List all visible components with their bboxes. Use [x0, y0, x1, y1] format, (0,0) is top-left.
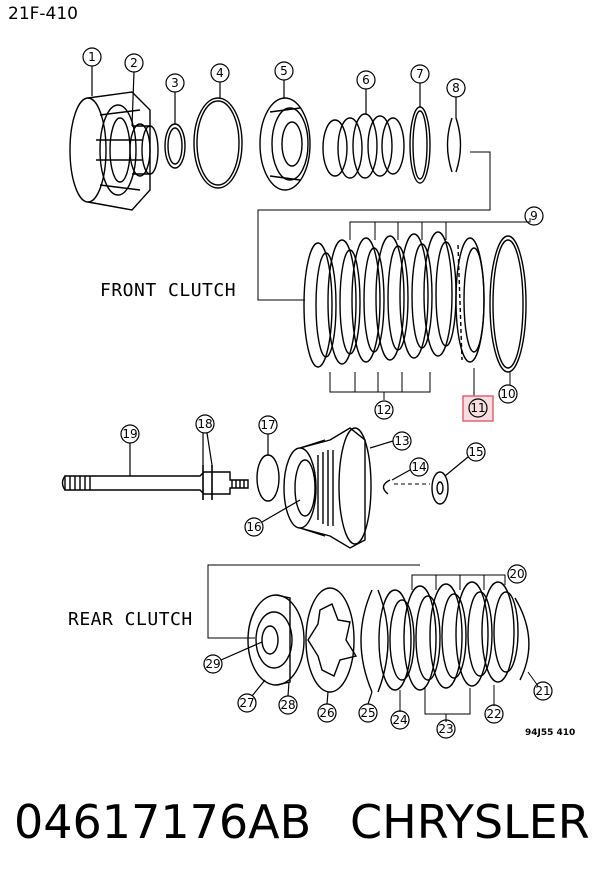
- front-clutch-retainer: [69, 91, 151, 211]
- callout-5: 5: [280, 64, 288, 78]
- callout-4: 4: [216, 66, 224, 80]
- callout-17: 17: [260, 418, 275, 432]
- front-snap-ring-10: [489, 235, 527, 373]
- callout-6: 6: [362, 73, 370, 87]
- callout-21: 21: [535, 684, 550, 698]
- snap-ring-8: [446, 117, 462, 173]
- seal-ring-17: [256, 454, 280, 502]
- callout-20: 20: [509, 567, 524, 581]
- callout-24: 24: [392, 713, 407, 727]
- callout-18: 18: [197, 417, 212, 431]
- callout-8: 8: [452, 81, 460, 95]
- brand-name: CHRYSLER: [350, 795, 590, 849]
- part-number: 04617176AB: [14, 795, 312, 849]
- callout-26: 26: [319, 706, 334, 720]
- callout-11: 11: [470, 401, 485, 415]
- rear-piston: [247, 594, 305, 686]
- callout-3: 3: [171, 76, 179, 90]
- front-piston: [259, 97, 311, 191]
- callout-7: 7: [416, 67, 424, 81]
- callout-25: 25: [360, 706, 375, 720]
- callout-28: 28: [280, 698, 295, 712]
- rear-clutch-label: REAR CLUTCH: [68, 609, 193, 630]
- snap-ring-14: [382, 479, 391, 495]
- callout-27: 27: [239, 696, 254, 710]
- callout-19: 19: [122, 427, 137, 441]
- snap-ring-25: [360, 589, 389, 693]
- front-clutch-pack: [303, 231, 485, 368]
- wave-spring-26: [305, 587, 358, 693]
- rear-clutch-retainer: [283, 427, 372, 549]
- callout-22: 22: [486, 707, 501, 721]
- callout-14: 14: [411, 460, 426, 474]
- rear-clutch-pack: [378, 581, 519, 691]
- front-clutch-label: FRONT CLUTCH: [100, 280, 237, 301]
- callout-1: 1: [88, 50, 96, 64]
- page-code: 21F-410: [8, 4, 78, 24]
- callout-29: 29: [205, 657, 220, 671]
- callout-23: 23: [438, 722, 453, 736]
- callout-10: 10: [500, 387, 515, 401]
- snap-ring-21: [514, 597, 530, 681]
- callout-15: 15: [468, 445, 483, 459]
- front-clutch-hub: [129, 123, 159, 177]
- drawing-stamp: 94J55 410: [525, 728, 576, 738]
- callout-2: 2: [130, 56, 138, 70]
- callouts: 1 2 3 4 5 6 7 8 9 10 11 12: [82, 47, 553, 739]
- callout-13: 13: [394, 434, 409, 448]
- callout-16: 16: [246, 520, 261, 534]
- thrust-washer-15: [431, 471, 449, 505]
- callout-9: 9: [530, 209, 538, 223]
- piston-springs: [322, 113, 405, 179]
- seal-ring-4: [193, 97, 243, 189]
- input-shaft: [61, 471, 249, 495]
- callout-12: 12: [376, 403, 391, 417]
